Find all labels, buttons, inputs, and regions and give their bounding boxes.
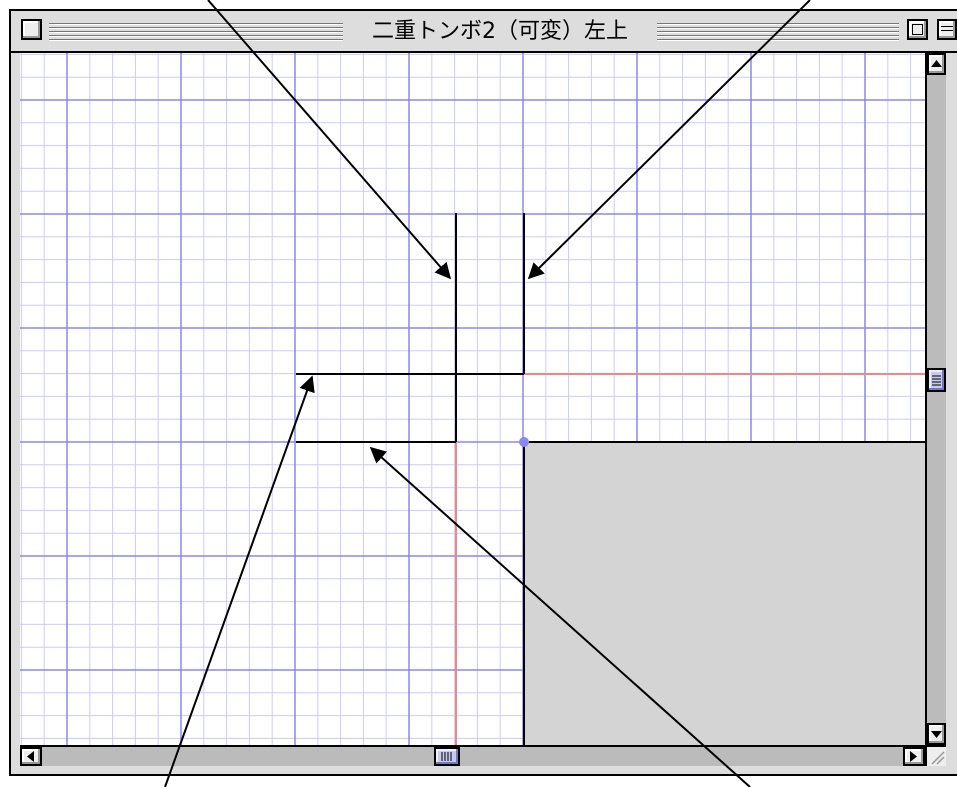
title-bar-stripes-left: [49, 21, 343, 41]
grip-lines-icon: [441, 752, 452, 761]
triangle-right-icon: [910, 751, 917, 762]
windowshade-icon[interactable]: [937, 19, 957, 40]
close-box-icon[interactable]: [21, 19, 42, 40]
triangle-down-icon: [931, 731, 942, 738]
horizontal-scrollbar[interactable]: [20, 745, 925, 766]
vertical-scroll-thumb[interactable]: [927, 368, 946, 393]
grid-drawing[interactable]: [20, 53, 925, 745]
title-bar[interactable]: 二重トンボ2（可変）左上: [11, 11, 957, 53]
windowshade-line-icon: [941, 26, 953, 27]
zoom-inner-icon: [912, 24, 923, 35]
scroll-right-button[interactable]: [903, 747, 925, 766]
scroll-up-button[interactable]: [927, 53, 946, 75]
drawing-canvas[interactable]: [20, 53, 925, 745]
window-title: 二重トンボ2（可変）左上: [343, 18, 657, 46]
title-bar-stripes-right: [657, 21, 899, 41]
size-box-icon[interactable]: [925, 745, 946, 766]
zoom-box-icon[interactable]: [907, 19, 928, 40]
windowshade-line-icon: [941, 30, 953, 31]
grow-lines-icon: [931, 751, 945, 765]
triangle-up-icon: [931, 60, 942, 67]
paper-area: [524, 442, 925, 745]
anchor-point[interactable]: [519, 437, 529, 447]
triangle-left-icon: [27, 751, 34, 762]
scroll-down-button[interactable]: [927, 723, 946, 745]
vertical-scrollbar[interactable]: [925, 53, 946, 745]
horizontal-scroll-thumb[interactable]: [434, 747, 461, 766]
grip-lines-icon: [932, 375, 941, 386]
scroll-left-button[interactable]: [20, 747, 42, 766]
